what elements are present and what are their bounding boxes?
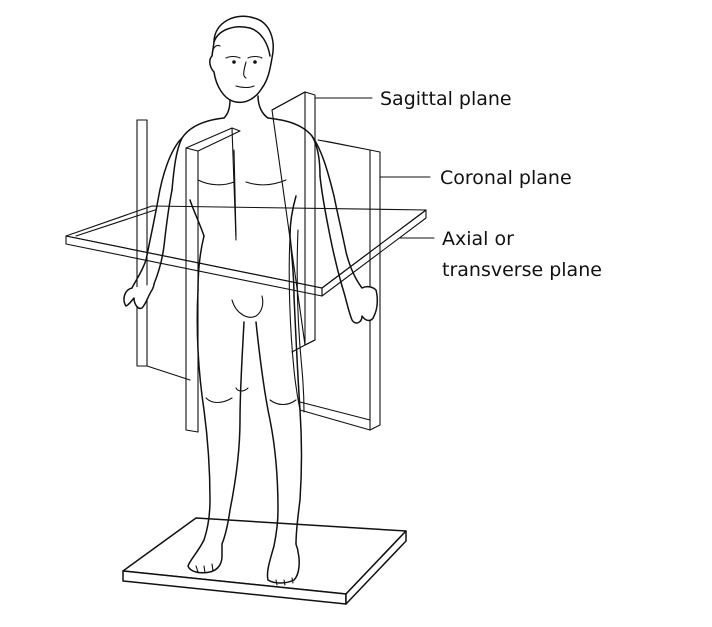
- base-platform: [123, 518, 406, 604]
- sagittal-plane: [272, 92, 315, 352]
- head: [210, 16, 273, 102]
- coronal-plane-label: Coronal plane: [440, 167, 572, 189]
- axial-plane-label-line2: transverse plane: [442, 259, 602, 281]
- axial-plane-label-line1: Axial or: [442, 228, 514, 250]
- sagittal-plane-label: Sagittal plane: [380, 88, 512, 110]
- axial-plane: [66, 206, 426, 296]
- human-figure: [124, 16, 377, 585]
